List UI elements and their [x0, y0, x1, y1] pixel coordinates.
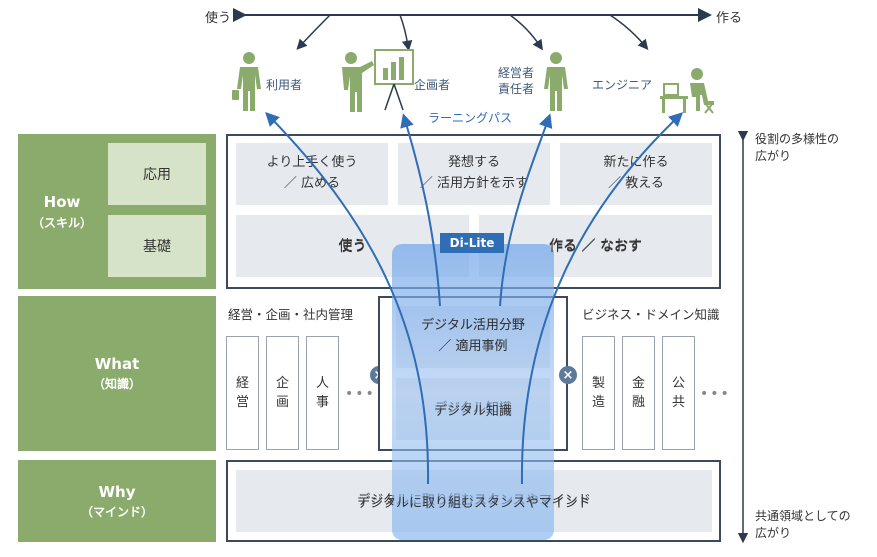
how-label: How （スキル） — [18, 134, 106, 289]
persona-user-label: 利用者 — [266, 78, 303, 92]
what-row-label: What （知識） — [18, 296, 216, 451]
what-item-public: 公 共 — [662, 336, 695, 450]
how-applied-use: より上手く使う ／ 広める — [236, 143, 388, 205]
why-subtitle: （マインド） — [80, 504, 153, 519]
what-item-manufacturing: 製 造 — [582, 336, 615, 450]
persona-engineer-label: エンジニア — [592, 78, 653, 92]
presentation-board-icon — [374, 49, 414, 111]
planner-figure-icon — [342, 52, 374, 112]
how-applied-build: 新たに作る ／ 教える — [560, 143, 712, 205]
what-item-finance: 金 融 — [622, 336, 655, 450]
top-arrow — [233, 8, 712, 52]
what-item-planning: 企 画 — [266, 336, 299, 450]
what-item-management: 経 営 — [226, 336, 259, 450]
what-right-header: ビジネス・ドメイン知識 — [582, 307, 720, 322]
what-center-field-text: デジタル活用分野 ／ 適用事例 — [421, 318, 525, 354]
what-left-more: ••• — [345, 386, 376, 402]
how-basic-build-text: 作る ／ なおす — [549, 239, 642, 255]
right-axis-bottom-label: 共通領域としての 広がり — [755, 509, 851, 541]
top-right-label: 作る — [716, 11, 743, 26]
why-title: Why — [98, 482, 136, 501]
what-center-knowledge-text: デジタル知識 — [434, 403, 512, 419]
learning-path-label: ラーニングパス — [428, 111, 513, 125]
right-axis-top-label: 役割の多様性の 広がり — [755, 132, 840, 164]
what-title: What — [94, 355, 140, 373]
dilite-badge-top: Di-Lite — [440, 233, 504, 253]
what-item-hr: 人 事 — [306, 336, 339, 450]
persona-planner-label: 企画者 — [414, 78, 451, 92]
what-subtitle: （知識） — [92, 377, 141, 391]
cross-icon: × — [559, 366, 577, 384]
how-applied-plan: 発想する ／ 活用方針を示す — [398, 143, 550, 205]
how-applied-label: 応用 — [108, 143, 206, 205]
persona-executive-label: 経営者 責任者 — [498, 66, 535, 96]
why-box-text: デジタルに取り組むスタンスやマインド — [357, 495, 591, 511]
what-left-header: 経営・企画・社内管理 — [228, 307, 354, 322]
how-title: How — [43, 192, 81, 211]
how-subtitle: （スキル） — [31, 215, 92, 230]
what-right-more: ••• — [700, 386, 731, 402]
how-basic-use-text: 使う — [338, 239, 367, 255]
how-basic-label: 基礎 — [108, 215, 206, 277]
top-left-label: 使う — [205, 11, 232, 26]
why-row-label: Why （マインド） — [18, 460, 216, 542]
user-figure-icon — [232, 52, 261, 111]
executive-figure-icon — [544, 52, 568, 111]
engineer-figure-icon — [660, 68, 714, 114]
